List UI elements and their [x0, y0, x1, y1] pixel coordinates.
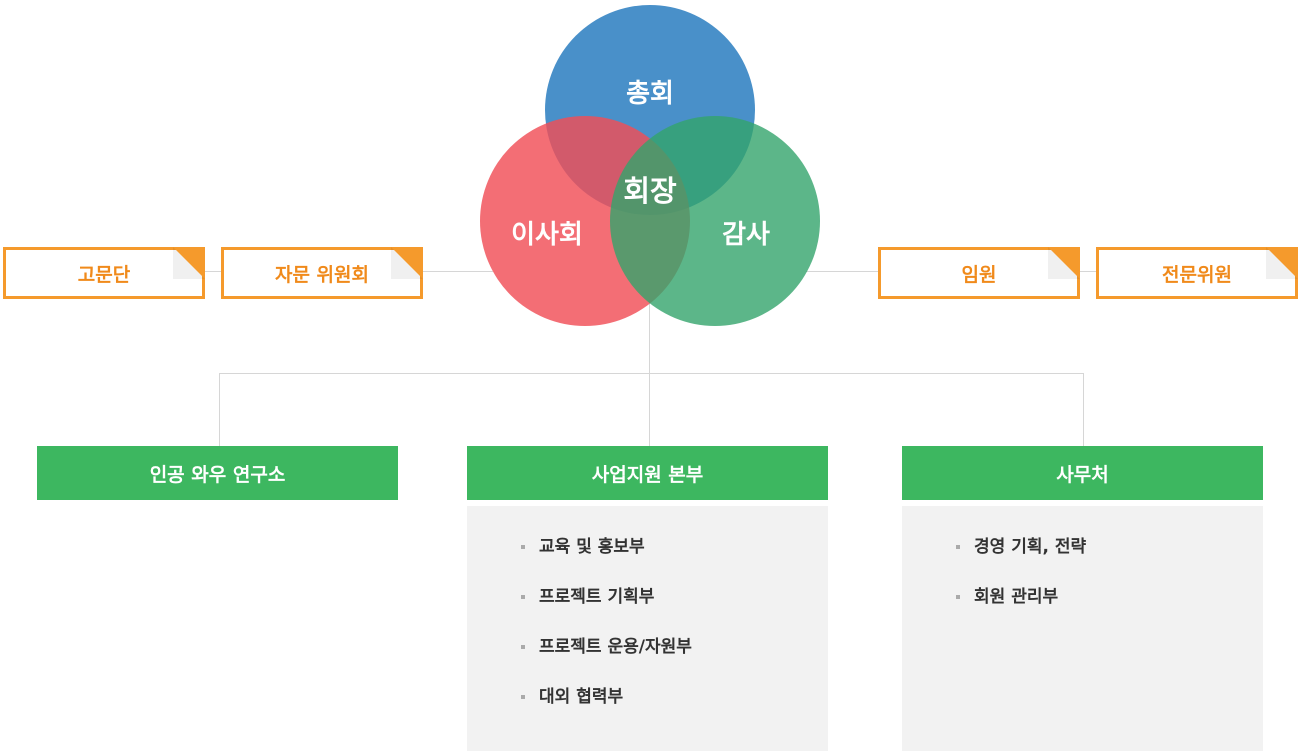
box-advisory-group[interactable]: 고문단: [3, 247, 205, 299]
venn-label-right: 감사: [722, 220, 770, 250]
box-executives-label: 임원: [961, 263, 997, 286]
dept-panel-business-support: 교육 및 홍보부 프로젝트 기획부 프로젝트 운용/자원부 대외 협력부: [467, 506, 828, 751]
dept-item-list: 경영 기획, 전략 회원 관리부: [902, 506, 1263, 634]
dept-name: 사무처: [1056, 463, 1109, 486]
venn-circle-right[interactable]: [610, 116, 820, 326]
corner-fold-icon: [1048, 247, 1080, 279]
connector-left-to-venn: [423, 271, 493, 272]
dept-item-list: 교육 및 홍보부 프로젝트 기획부 프로젝트 운용/자원부 대외 협력부: [467, 506, 828, 734]
dept-panel-secretariat: 경영 기획, 전략 회원 관리부: [902, 506, 1263, 751]
dept-item[interactable]: 교육 및 홍보부: [521, 534, 828, 584]
dept-name: 인공 와우 연구소: [149, 463, 286, 486]
connector-right-to-venn: [806, 271, 878, 272]
dept-item[interactable]: 회원 관리부: [956, 584, 1263, 634]
dept-header-business-support[interactable]: 사업지원 본부: [467, 446, 828, 500]
dept-header-institute[interactable]: 인공 와우 연구소: [37, 446, 398, 500]
dept-item[interactable]: 대외 협력부: [521, 684, 828, 734]
box-advisory-committee-label: 자문 위원회: [274, 263, 369, 286]
corner-fold-icon: [1266, 247, 1298, 279]
dept-item[interactable]: 프로젝트 기획부: [521, 584, 828, 634]
connector-drop-left: [219, 373, 220, 446]
box-advisory-committee[interactable]: 자문 위원회: [221, 247, 423, 299]
dept-item[interactable]: 프로젝트 운용/자원부: [521, 634, 828, 684]
connector-right-boxes: [1080, 271, 1096, 272]
box-executives[interactable]: 임원: [878, 247, 1080, 299]
corner-fold-icon: [173, 247, 205, 279]
venn-label-center: 회장: [623, 174, 677, 208]
box-advisory-group-label: 고문단: [77, 263, 131, 286]
venn-label-top: 총회: [626, 79, 674, 109]
connector-left-boxes: [205, 271, 221, 272]
dept-item[interactable]: 경영 기획, 전략: [956, 534, 1263, 584]
venn-diagram: 총회 이사회 감사 회장: [480, 5, 820, 326]
corner-fold-icon: [391, 247, 423, 279]
venn-label-left: 이사회: [511, 220, 583, 250]
connector-branch: [219, 373, 1083, 374]
box-expert-members[interactable]: 전문위원: [1096, 247, 1298, 299]
box-expert-members-label: 전문위원: [1162, 263, 1232, 286]
dept-header-secretariat[interactable]: 사무처: [902, 446, 1263, 500]
dept-name: 사업지원 본부: [591, 463, 704, 486]
connector-drop-right: [1083, 373, 1084, 446]
